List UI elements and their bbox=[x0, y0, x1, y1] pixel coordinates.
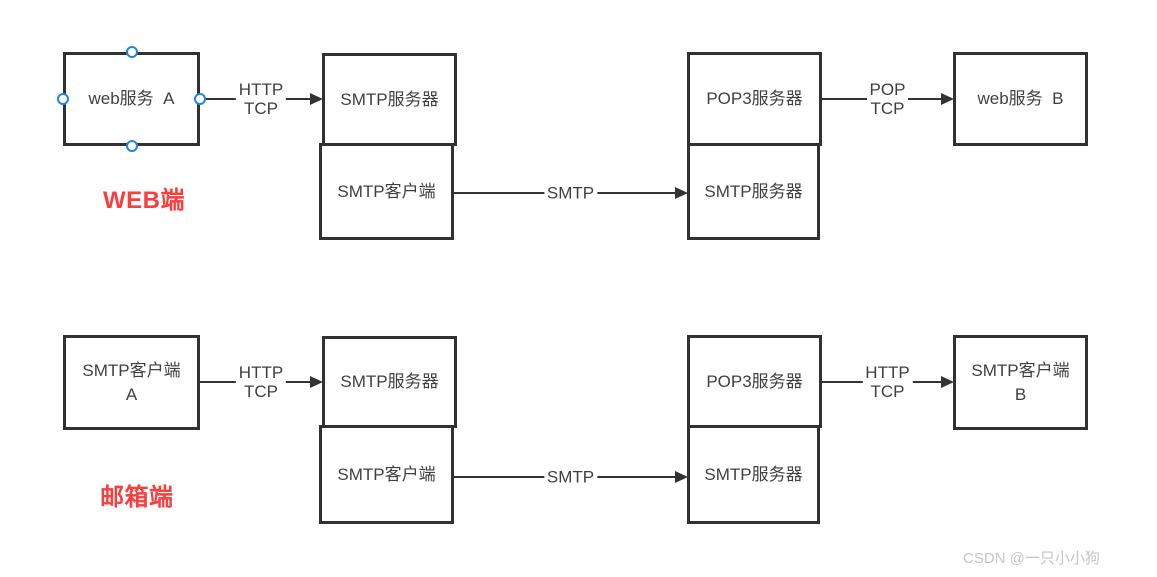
connector-web-a-to-smtp-server[interactable]: HTTP TCP bbox=[200, 80, 323, 118]
node-label: SMTP客户端 A bbox=[82, 360, 181, 404]
selection-handle-left[interactable] bbox=[57, 93, 69, 105]
node-smtp-server-mail-recv[interactable]: SMTP服务器 bbox=[687, 425, 820, 524]
node-label: SMTP服务器 bbox=[340, 89, 439, 109]
arrowhead-icon bbox=[941, 375, 954, 388]
csdn-watermark: CSDN @一只小小狗 bbox=[963, 550, 1100, 567]
arrowhead-icon bbox=[675, 186, 688, 199]
node-web-service-b[interactable]: web服务 B bbox=[953, 52, 1088, 146]
node-label: SMTP客户端 bbox=[337, 181, 436, 201]
selection-handle-right[interactable] bbox=[194, 93, 206, 105]
connector-pop3-to-client-b[interactable]: HTTP TCP bbox=[822, 363, 954, 401]
connector-label: HTTP TCP bbox=[862, 363, 913, 401]
node-label: POP3服务器 bbox=[706, 371, 803, 391]
node-label: web服务 B bbox=[977, 89, 1064, 109]
arrowhead-icon bbox=[675, 470, 688, 483]
node-smtp-client-b[interactable]: SMTP客户端 B bbox=[953, 335, 1088, 430]
connector-client-a-to-smtp-server[interactable]: HTTP TCP bbox=[200, 363, 323, 401]
connector-label: HTTP TCP bbox=[235, 363, 287, 401]
connector-label: POP TCP bbox=[866, 80, 909, 118]
section-label-mailbox[interactable]: 邮箱端 bbox=[100, 484, 174, 511]
connector-label: HTTP TCP bbox=[235, 80, 287, 118]
selection-handle-top[interactable] bbox=[125, 46, 138, 58]
node-label: web服务 A bbox=[88, 89, 175, 109]
connector-smtp-bottom[interactable]: SMTP bbox=[454, 467, 688, 487]
node-label: SMTP服务器 bbox=[704, 464, 803, 484]
selection-handle-bottom[interactable] bbox=[125, 140, 138, 152]
section-label-web[interactable]: WEB端 bbox=[103, 187, 185, 214]
arrowhead-icon bbox=[310, 92, 323, 105]
node-label: SMTP客户端 B bbox=[971, 360, 1070, 404]
node-label: SMTP客户端 bbox=[337, 464, 436, 484]
node-smtp-server-mail-send[interactable]: SMTP服务器 bbox=[322, 336, 457, 428]
node-smtp-server-web-send[interactable]: SMTP服务器 bbox=[322, 53, 457, 146]
connector-label: SMTP bbox=[543, 467, 598, 487]
node-label: SMTP服务器 bbox=[340, 372, 439, 392]
node-smtp-client-a[interactable]: SMTP客户端 A bbox=[63, 335, 200, 430]
node-smtp-server-web-recv[interactable]: SMTP服务器 bbox=[687, 143, 820, 240]
node-web-service-a[interactable]: web服务 A bbox=[57, 46, 206, 152]
arrowhead-icon bbox=[941, 92, 954, 105]
node-label: POP3服务器 bbox=[706, 89, 803, 109]
node-smtp-client-mail-send[interactable]: SMTP客户端 bbox=[319, 425, 454, 524]
node-pop3-server-web-recv[interactable]: POP3服务器 bbox=[687, 52, 822, 146]
node-pop3-server-mail-recv[interactable]: POP3服务器 bbox=[687, 335, 822, 428]
connector-pop3-to-web-b[interactable]: POP TCP bbox=[822, 80, 954, 118]
connector-smtp-top[interactable]: SMTP bbox=[454, 183, 688, 203]
node-label: SMTP服务器 bbox=[704, 181, 803, 201]
node-smtp-client-web-send[interactable]: SMTP客户端 bbox=[319, 143, 454, 240]
arrowhead-icon bbox=[310, 375, 323, 388]
connector-label: SMTP bbox=[543, 183, 598, 203]
